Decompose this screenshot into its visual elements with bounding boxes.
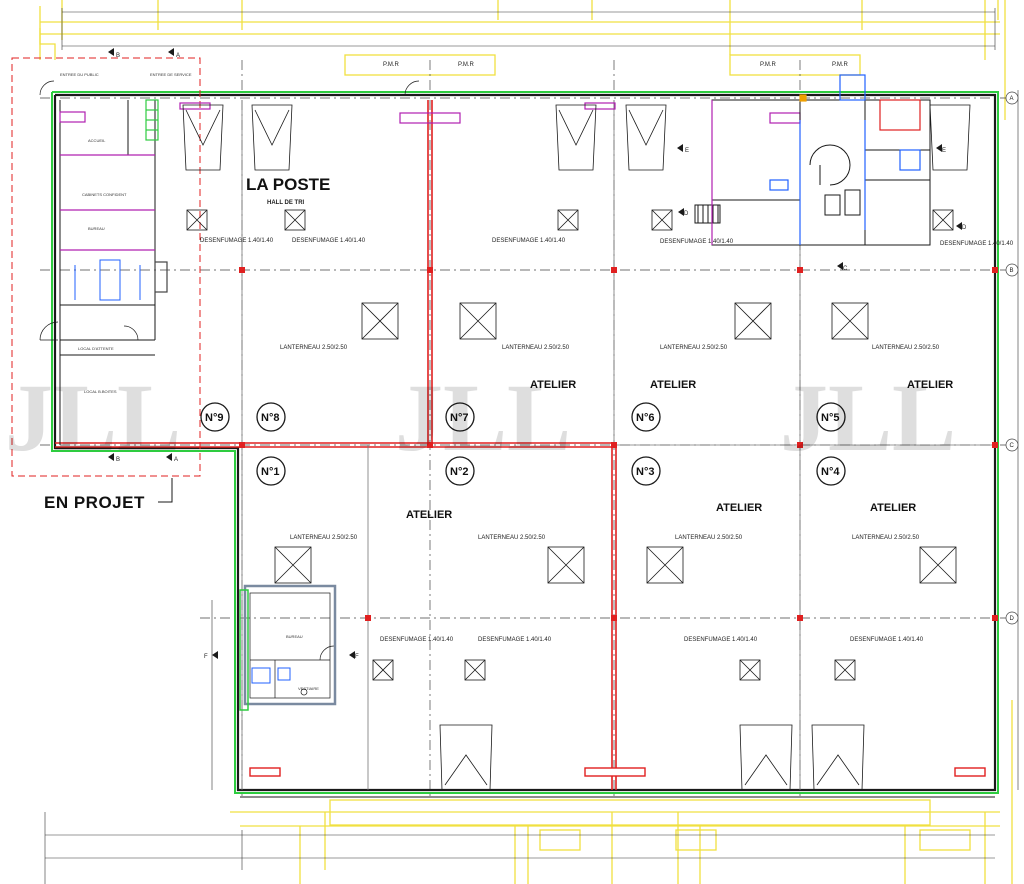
section-mark-d-right: D: [962, 225, 967, 231]
local-boites-label: LOCAL B.BOITES: [84, 389, 117, 394]
section-triangles: [108, 48, 962, 659]
section-mark-f-left: F: [204, 654, 208, 660]
section-mark-a-bottom: A: [174, 457, 178, 463]
pmr-label-1: P.M.R: [383, 62, 400, 68]
lanterneau-label-7: LANTERNEAU 2.50/2.50: [675, 535, 743, 541]
lanterneau-label-1: LANTERNEAU 2.50/2.50: [280, 345, 348, 351]
lot-number-6: N°6: [636, 412, 654, 424]
watermark-logo-1: JLL: [5, 364, 181, 471]
atelier-label-1: ATELIER: [530, 379, 576, 391]
lot-number-7: N°7: [450, 412, 468, 424]
pmr-label-3: P.M.R: [760, 62, 777, 68]
section-marks: B A B A E E D D C F F: [116, 53, 967, 660]
lot-number-4: N°4: [821, 466, 840, 478]
section-mark-c: C: [843, 266, 848, 272]
grid-bubbles: [1005, 91, 1019, 625]
door-arcs: [39, 80, 420, 661]
desenfumage-label-7: DESENFUMAGE 1.40/1.40: [478, 637, 552, 643]
dock-doors-top: [182, 104, 971, 171]
project-limit: [11, 57, 201, 477]
desenfumage-label-5: DESENFUMAGE 1.40/1.40: [940, 241, 1014, 247]
watermark-logo-3: JLL: [780, 364, 956, 471]
pilasters-bottom: [249, 767, 986, 777]
atelier-label-2: ATELIER: [650, 379, 696, 391]
desenfumage-label-3: DESENFUMAGE 1.40/1.40: [492, 238, 566, 244]
entree-public-label: ENTREE DU PUBLIC: [60, 72, 99, 77]
lot-number-2: N°2: [450, 466, 468, 478]
pilasters: [59, 102, 801, 124]
lot-number-9: N°9: [205, 412, 223, 424]
dimension-lines-bottom: [230, 799, 1000, 884]
grid-bubble-letters: A B C D: [1010, 96, 1015, 622]
atelier-label-5: ATELIER: [716, 502, 762, 514]
accueil-label: ACCUEIL: [88, 138, 106, 143]
annex-block: [239, 584, 337, 711]
atelier-label-3: ATELIER: [907, 379, 953, 391]
section-mark-b-bottom: B: [116, 457, 120, 463]
la-poste-label: LA POSTE: [246, 175, 330, 194]
dimension-lines-top: [39, 0, 1000, 76]
desenfumage-label-4: DESENFUMAGE 1.40/1.40: [660, 239, 734, 245]
atelier-label-4: ATELIER: [406, 509, 452, 521]
desenfumage-label-10: DESENFUMAGE 1.40/1.40: [275, 626, 349, 632]
desenfumage-label-1: DESENFUMAGE 1.40/1.40: [200, 238, 274, 244]
desenfumage-label-9: DESENFUMAGE 1.40/1.40: [850, 637, 924, 643]
vestiaire-label: VESTIAIRE: [298, 686, 319, 691]
watermark: JLL JLL JLL: [5, 364, 956, 471]
entree-service-label: ENTREE DE SERVICE: [150, 72, 192, 77]
grid-mark-c: C: [1010, 443, 1015, 449]
lanterneau-label-2: LANTERNEAU 2.50/2.50: [502, 345, 570, 351]
grid-mark-b: B: [1010, 268, 1014, 274]
lanterneau-label-8: LANTERNEAU 2.50/2.50: [852, 535, 920, 541]
lot-circles: [200, 402, 846, 486]
section-mark-f-right: F: [355, 654, 359, 660]
section-mark-e-left: E: [685, 148, 689, 154]
desenfumage-label-6: DESENFUMAGE 1.40/1.40: [380, 637, 454, 643]
lot-number-8: N°8: [261, 412, 279, 424]
local-attente-label: LOCAL D'ATTENTE: [78, 346, 114, 351]
dock-doors-bottom: [439, 724, 865, 791]
desenfumage-label-2: DESENFUMAGE 1.40/1.40: [292, 238, 366, 244]
skylight-boxes: [274, 302, 957, 584]
lanterneau-label-6: LANTERNEAU 2.50/2.50: [478, 535, 546, 541]
pmr-label-4: P.M.R: [832, 62, 849, 68]
office-block-right: [694, 99, 931, 246]
pmr-label-2: P.M.R: [458, 62, 475, 68]
office-block-right-colors: [711, 74, 921, 245]
building-outline: [51, 91, 999, 798]
office-block-colors: [60, 99, 168, 293]
lot-number-1: N°1: [261, 466, 279, 478]
column-markers: [239, 267, 998, 621]
smoke-vents: [186, 209, 954, 681]
section-mark-b-top: B: [116, 53, 120, 59]
lanterneau-label-3: LANTERNEAU 2.50/2.50: [660, 345, 728, 351]
lanterneau-label-5: LANTERNEAU 2.50/2.50: [290, 535, 358, 541]
en-projet-label: EN PROJET: [44, 493, 145, 512]
hall-de-tri-label: HALL DE TRI: [267, 200, 305, 206]
desenfumage-label-8: DESENFUMAGE 1.40/1.40: [684, 637, 758, 643]
lanterneau-label-4: LANTERNEAU 2.50/2.50: [872, 345, 940, 351]
dimension-chains: [44, 8, 1019, 884]
section-mark-d-left: D: [684, 211, 689, 217]
annex-bureau-label: BUREAU: [286, 634, 303, 639]
dimension-lines-side: [1004, 0, 1013, 884]
cabinet-conf-label: CABINETS CONFIDENT: [82, 192, 127, 197]
lot-number-5: N°5: [821, 412, 839, 424]
section-mark-a-top: A: [176, 53, 180, 59]
grid-mark-a: A: [1010, 96, 1014, 102]
atelier-label-6: ATELIER: [870, 502, 916, 514]
lot-number-3: N°3: [636, 466, 654, 478]
grid-mark-d: D: [1010, 616, 1015, 622]
section-mark-e-right: E: [942, 148, 946, 154]
watermark-logo-2: JLL: [395, 364, 571, 471]
bureau-label: BUREAU: [88, 226, 105, 231]
en-projet-leader: [158, 478, 173, 503]
